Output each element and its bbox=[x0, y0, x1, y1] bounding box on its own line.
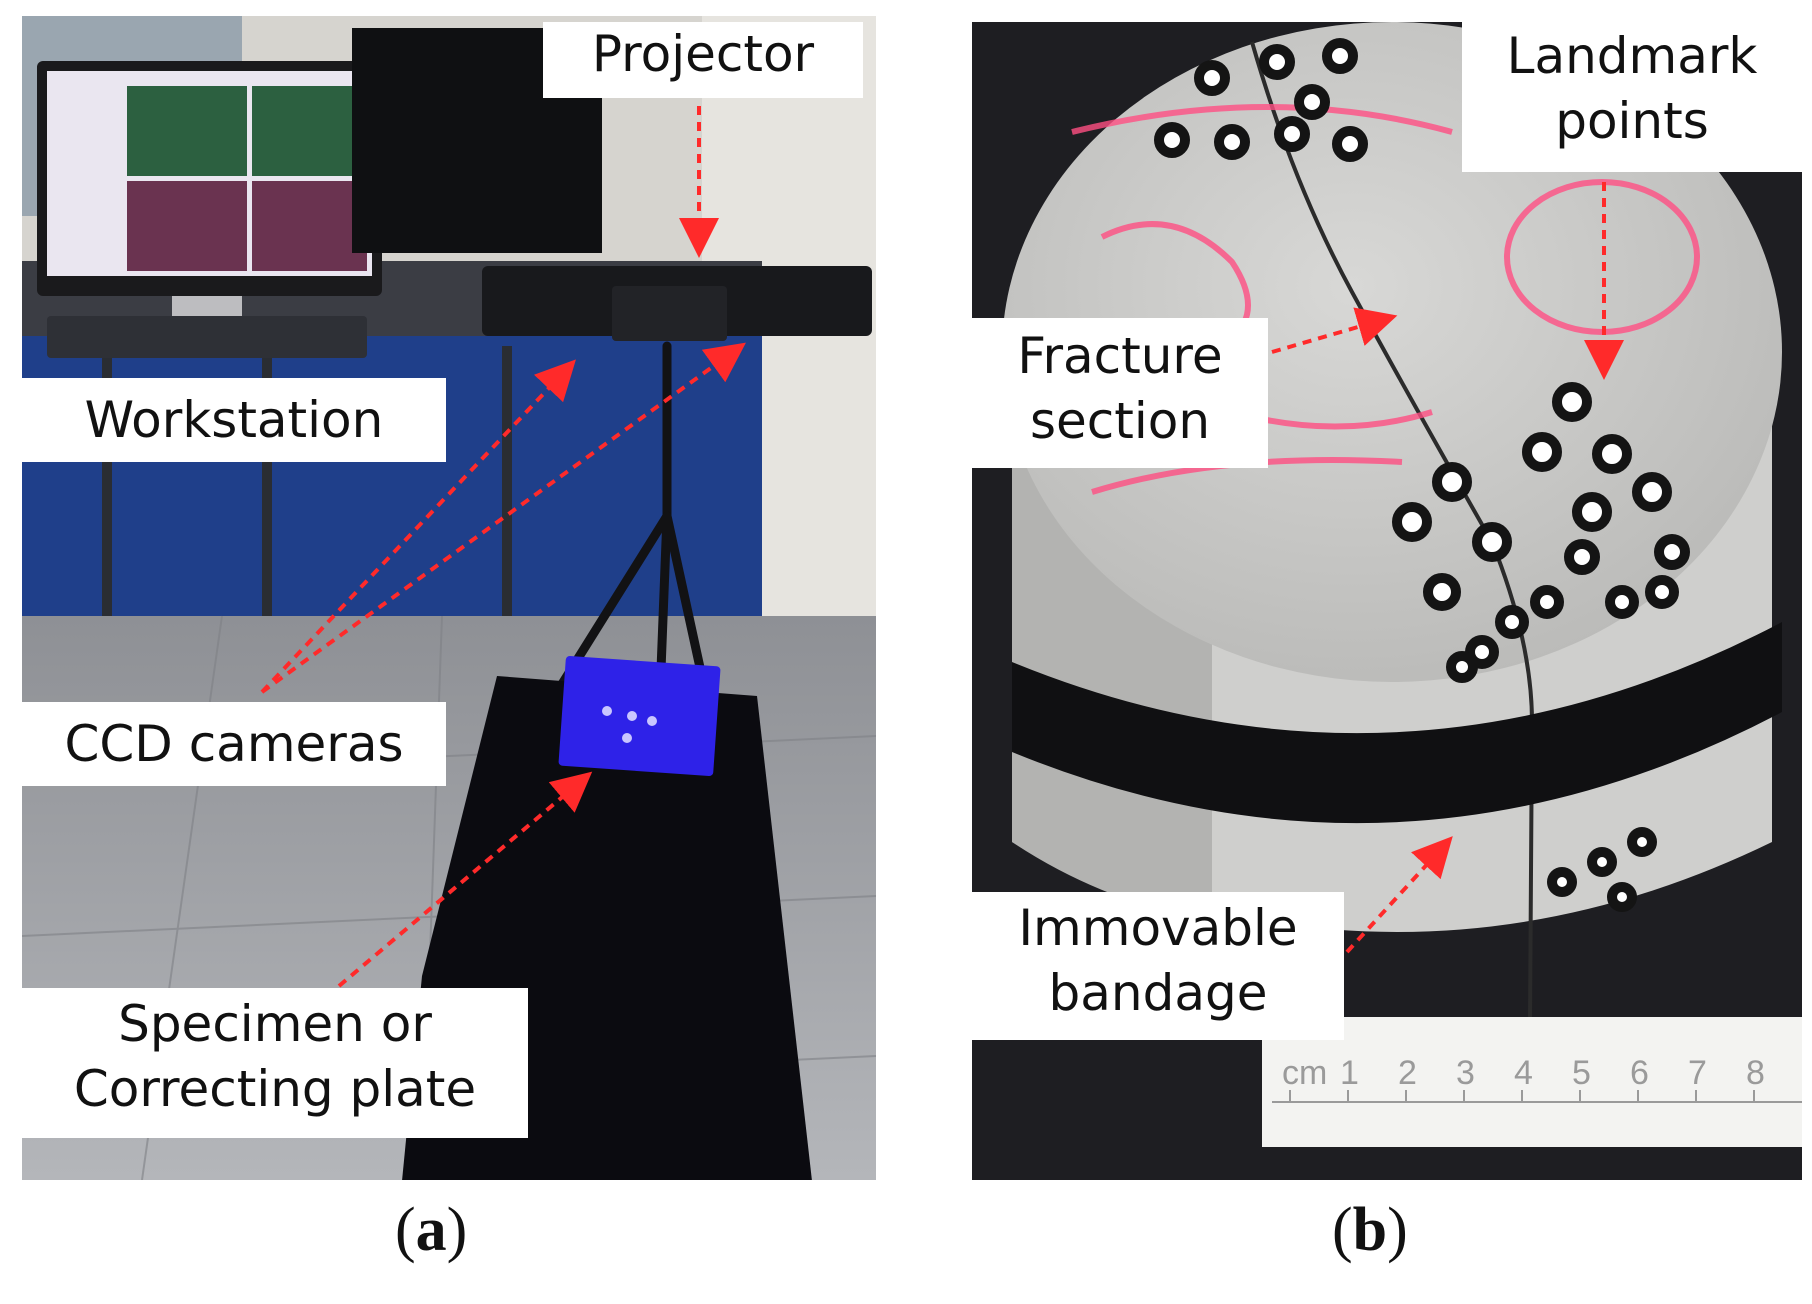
ruler-tick-label: 6 bbox=[1630, 1054, 1649, 1092]
ruler-tick-label: 4 bbox=[1514, 1054, 1533, 1092]
caption-a-open: ( bbox=[395, 1196, 416, 1264]
caption-a-letter: a bbox=[415, 1196, 447, 1264]
label-landmark-line2: points bbox=[1555, 92, 1709, 150]
label-landmark-points: Landmark points bbox=[1462, 22, 1802, 172]
specimen-photo: cm 1 2 3 4 5 6 7 8 bbox=[1002, 22, 1802, 1147]
label-immovable-bandage: Immovable bandage bbox=[972, 892, 1344, 1040]
label-ccd-cameras: CCD cameras bbox=[22, 702, 446, 786]
label-fracture-line2: section bbox=[1029, 392, 1211, 450]
ruler-tick-label: 7 bbox=[1688, 1054, 1707, 1092]
caption-b-letter: b bbox=[1352, 1196, 1388, 1264]
ruler-tick-label: 5 bbox=[1572, 1054, 1591, 1092]
caption-b-open: ( bbox=[1332, 1196, 1353, 1264]
calibration-dots bbox=[602, 706, 657, 743]
ruler-tick-label: cm bbox=[1282, 1054, 1327, 1092]
callout-arrows-b bbox=[1271, 182, 1624, 954]
label-bandage-line2: bandage bbox=[1048, 964, 1268, 1022]
callout-arrows bbox=[260, 106, 746, 988]
ruler-ticks: cm 1 2 3 4 5 6 7 8 bbox=[1282, 1054, 1765, 1102]
caption-b-close: ) bbox=[1387, 1196, 1408, 1264]
caption-b: (b) bbox=[1332, 1195, 1408, 1266]
label-projector-text: Projector bbox=[591, 25, 815, 83]
label-specimen: Specimen or Correcting plate bbox=[22, 988, 528, 1138]
ruler-tick-label: 1 bbox=[1340, 1054, 1359, 1092]
ruler bbox=[1262, 1017, 1802, 1147]
label-projector: Projector bbox=[543, 22, 863, 98]
landmark-targets bbox=[1154, 38, 1690, 912]
bandage-strap bbox=[1012, 622, 1782, 824]
label-workstation-text: Workstation bbox=[84, 391, 384, 449]
caption-a-close: ) bbox=[446, 1196, 468, 1264]
label-fracture-line1: Fracture bbox=[1017, 327, 1223, 385]
label-specimen-line1: Specimen or bbox=[118, 995, 432, 1053]
caption-a: (a) bbox=[395, 1195, 467, 1266]
ruler-tick-label: 3 bbox=[1456, 1054, 1475, 1092]
label-ccd-cameras-text: CCD cameras bbox=[64, 715, 404, 773]
label-fracture-section: Fracture section bbox=[972, 318, 1268, 468]
label-bandage-line1: Immovable bbox=[1018, 899, 1298, 957]
ruler-tick-label: 2 bbox=[1398, 1054, 1417, 1092]
label-workstation: Workstation bbox=[22, 378, 446, 462]
label-specimen-line2: Correcting plate bbox=[73, 1060, 477, 1118]
ruler-tick-label: 8 bbox=[1746, 1054, 1765, 1092]
label-landmark-line1: Landmark bbox=[1506, 27, 1758, 85]
